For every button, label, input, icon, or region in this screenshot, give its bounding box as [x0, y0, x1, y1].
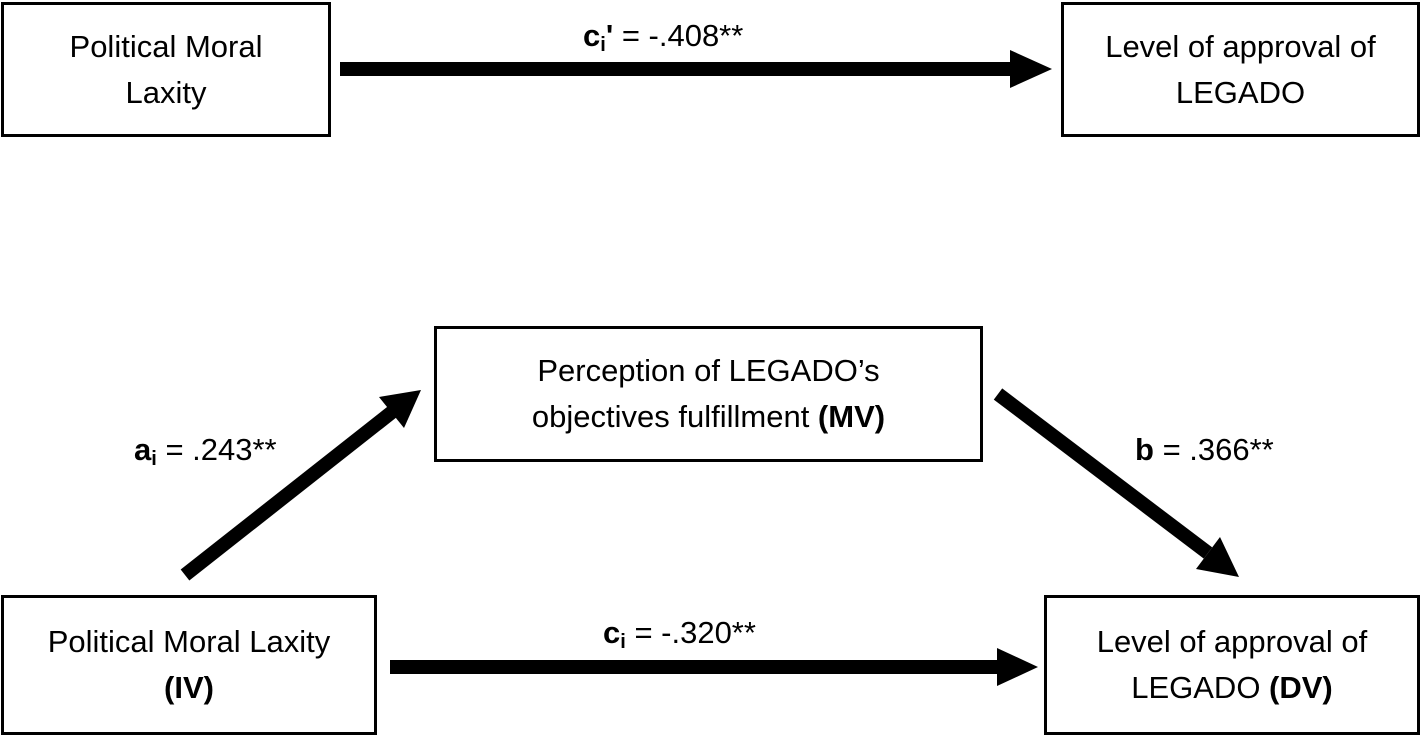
dv-box: Level of approval of LEGADO (DV) — [1044, 595, 1420, 735]
coef-c-value: = -.320** — [634, 615, 756, 650]
coef-c-prime-mark: ' — [605, 18, 614, 53]
coef-c-prime-subscript: i — [600, 34, 606, 56]
coef-b-symbol: b — [1135, 432, 1154, 467]
mv-box: Perception of LEGADO’s objectives fulfil… — [434, 326, 983, 462]
dv-line2-text: LEGADO — [1131, 670, 1270, 705]
iv-tag: (IV) — [164, 670, 214, 705]
coef-a-symbol: a — [134, 432, 152, 467]
top-dv-line1: Level of approval of — [1105, 28, 1376, 64]
coef-b: b = .366** — [1135, 432, 1274, 468]
arrow-path-b — [993, 388, 1239, 577]
mv-tag: (MV) — [817, 399, 886, 434]
mv-line2-text: objectives fulfillment — [531, 399, 818, 434]
iv-box: Political Moral Laxity (IV) — [1, 595, 377, 735]
iv-line1: Political Moral Laxity — [47, 624, 331, 659]
coef-c-prime-value: = -.408** — [621, 18, 744, 53]
coef-c: ci = -.320** — [603, 615, 756, 655]
coef-a-value: = .243** — [165, 432, 277, 467]
top-dv-box: Level of approval of LEGADO — [1061, 2, 1420, 137]
top-iv-line2: Laxity — [125, 74, 207, 110]
arrow-path-c — [390, 648, 1038, 686]
coef-b-value: = .366** — [1162, 432, 1274, 467]
coef-c-subscript: i — [620, 631, 626, 653]
coef-c-symbol: c — [603, 615, 621, 650]
top-iv-box: Political Moral Laxity — [1, 2, 331, 137]
dv-line1: Level of approval of — [1096, 624, 1368, 659]
arrow-path-a — [180, 390, 421, 581]
arrow-top-c-prime — [340, 50, 1052, 88]
coef-c-prime-symbol: c — [583, 18, 601, 53]
top-dv-line2: LEGADO — [1175, 74, 1306, 110]
mv-line1: Perception of LEGADO’s — [537, 353, 880, 388]
top-iv-line1: Political Moral — [69, 28, 263, 64]
dv-tag: (DV) — [1269, 670, 1333, 705]
coef-a: ai = .243** — [134, 432, 277, 472]
coef-a-subscript: i — [151, 448, 157, 470]
coef-c-prime: ci' = -.408** — [583, 18, 743, 58]
